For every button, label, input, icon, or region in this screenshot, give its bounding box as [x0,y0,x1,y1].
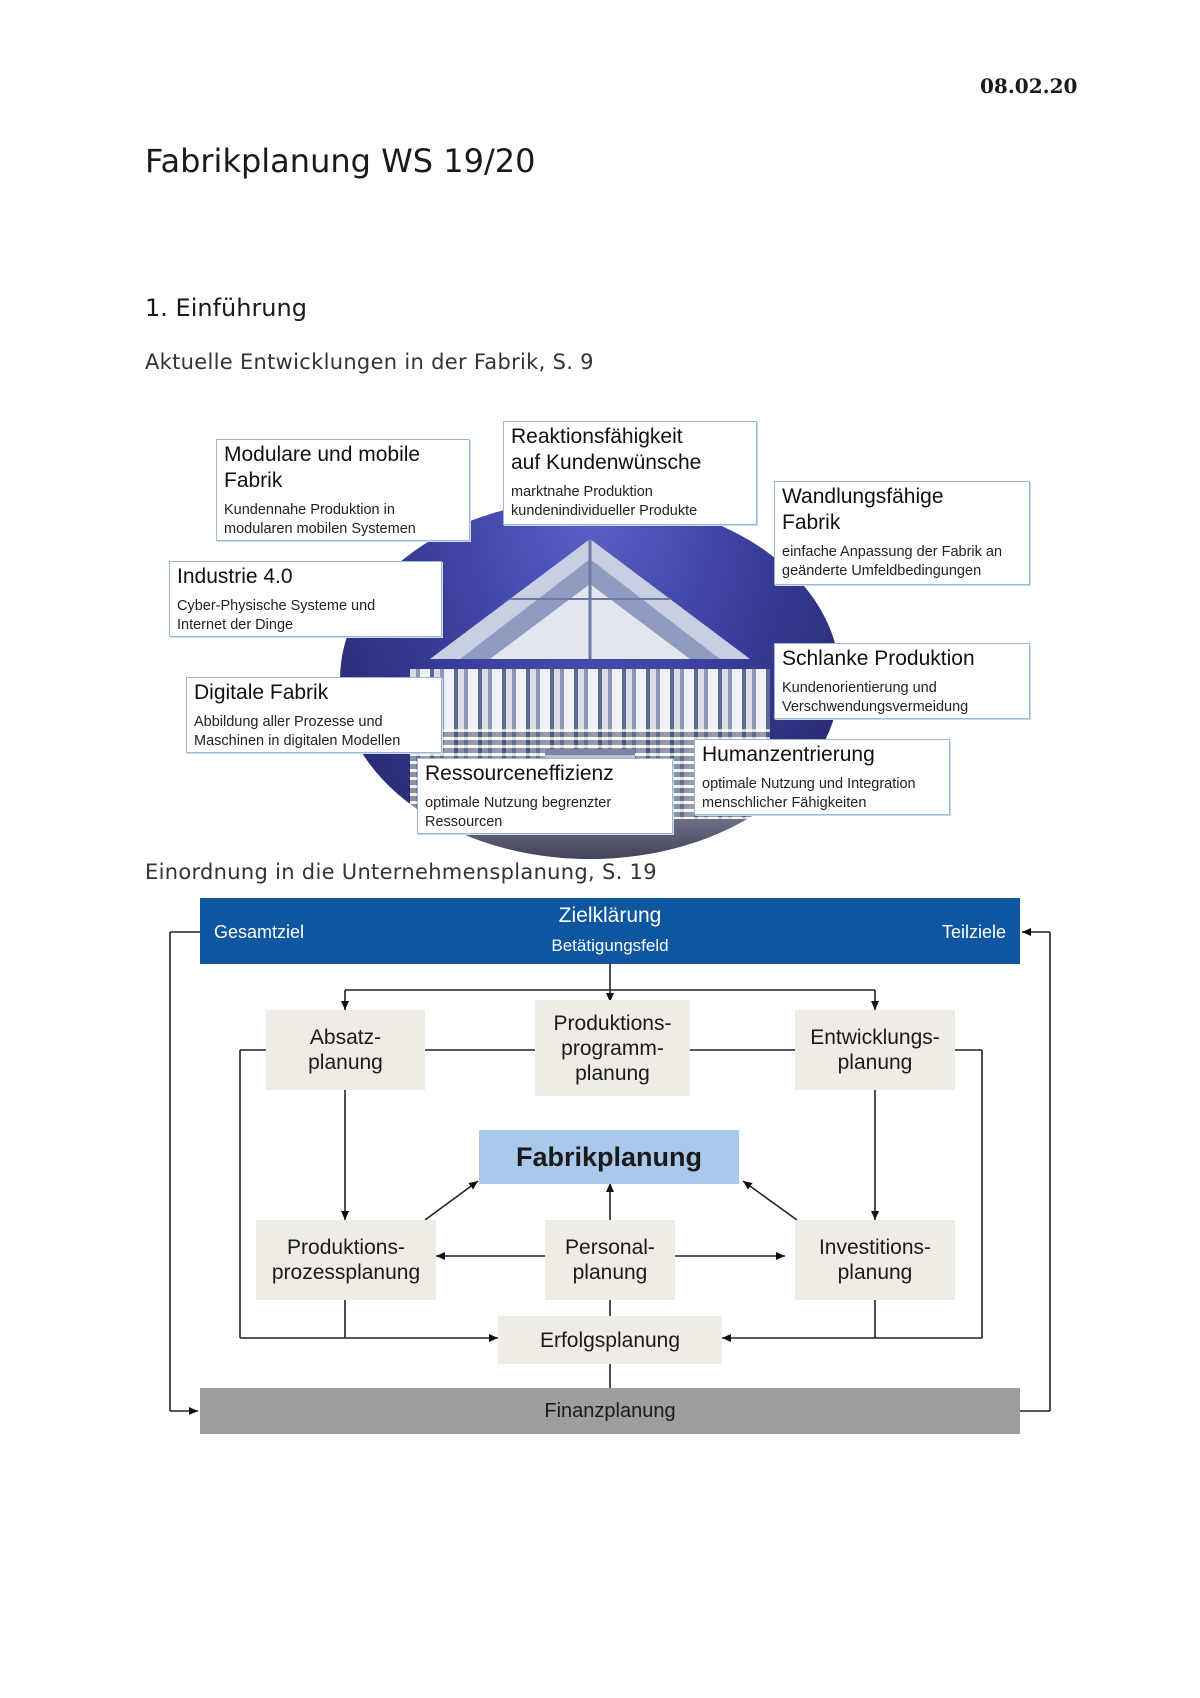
page-title: Fabrikplanung WS 19/20 [145,142,536,180]
date: 08.02.20 [980,74,1078,98]
gesamtziel-label: Gesamtziel [214,922,305,942]
card-title: Schlanke Produktion [782,647,975,670]
box-investitionsplanung: Investitions- planung [795,1220,955,1300]
card-digitale-fabrik: Digitale Fabrik Abbildung aller Prozesse… [186,677,442,753]
box-produktionsprozessplanung: Produktions- prozessplanung [256,1220,436,1300]
card-text: optimale Nutzung und Integration menschl… [702,776,916,811]
card-title: Reaktionsfähigkeit auf Kundenwünsche [511,425,702,474]
figure-developments: Modulare und mobile Fabrik Kundennahe Pr… [160,415,1040,859]
card-modulare-fabrik: Modulare und mobile Fabrik Kundennahe Pr… [216,439,470,541]
card-ressourceneffizienz: Ressourceneffizienz optimale Nutzung beg… [417,758,673,834]
betaetigungsfeld-label: Betätigungsfeld [551,936,669,955]
box-entwicklungsplanung: Entwicklungs- planung [795,1010,955,1090]
card-title: Digitale Fabrik [194,681,329,704]
card-reaktionsfaehigkeit: Reaktionsfähigkeit auf Kundenwünsche mar… [503,421,757,525]
section-heading: 1. Einführung [145,294,307,322]
teilziele-label: Teilziele [941,922,1006,942]
box-erfolgsplanung: Erfolgsplanung [498,1316,722,1364]
box-personalplanung: Personal- planung [545,1220,675,1300]
box-finanzplanung: Finanzplanung [200,1388,1020,1434]
zielklaerung-label: Zielklärung [558,904,662,927]
card-text: marktnahe Produktion kundenindividueller… [511,484,698,519]
card-title: Wandlungsfähige Fabrik [782,485,944,534]
card-text: Kundenorientierung und Verschwendungsver… [782,680,969,715]
card-title: Industrie 4.0 [177,565,293,588]
box-fabrikplanung: Fabrikplanung [479,1130,739,1184]
goal-clarification-bar: Gesamtziel Zielklärung Betätigungsfeld T… [200,898,1020,964]
connector-lines [169,928,1051,1415]
card-text: optimale Nutzung begrenzter Ressourcen [425,795,612,830]
card-title: Modulare und mobile Fabrik [224,443,421,492]
card-title: Humanzentrierung [702,743,875,766]
card-schlanke-produktion: Schlanke Produktion Kundenorientierung u… [774,643,1030,719]
card-text: einfache Anpassung der Fabrik an geänder… [782,544,1003,579]
card-text: Kundennahe Produktion in modularen mobil… [224,502,416,537]
box-produktionsprogrammplanung: Produktions- programm- planung [535,1000,690,1096]
caption-figure-1: Aktuelle Entwicklungen in der Fabrik, S.… [145,350,594,374]
caption-figure-2: Einordnung in die Unternehmensplanung, S… [145,860,657,884]
card-wandlungsfaehige-fabrik: Wandlungsfähige Fabrik einfache Anpassun… [774,481,1030,585]
card-text: Abbildung aller Prozesse und Maschinen i… [194,714,401,749]
card-industrie-4-0: Industrie 4.0 Cyber-Physische Systeme un… [169,561,442,637]
card-title: Ressourceneffizienz [425,762,614,785]
figure-planning-structure: Gesamtziel Zielklärung Betätigungsfeld T… [160,898,1060,1458]
card-humanzentrierung: Humanzentrierung optimale Nutzung und In… [694,739,950,815]
box-absatzplanung: Absatz- planung [266,1010,425,1090]
roof-icon [430,539,750,659]
card-text: Cyber-Physische Systeme und Internet der… [177,598,376,633]
